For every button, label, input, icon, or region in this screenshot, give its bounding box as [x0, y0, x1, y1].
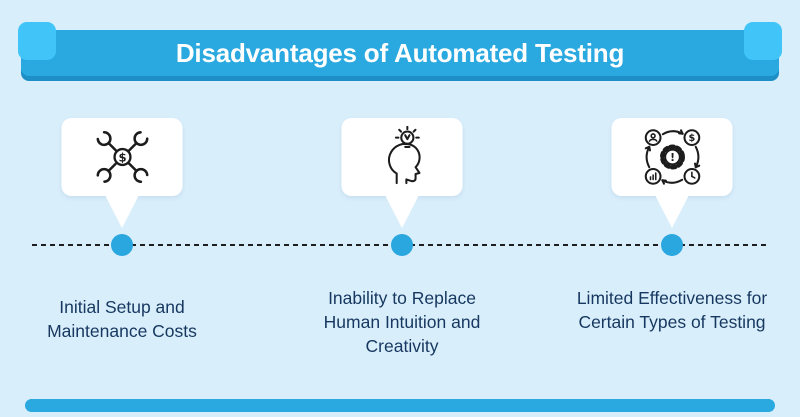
- gear-cycle-icon: ! $: [644, 129, 700, 185]
- timeline-dot-3: [661, 234, 683, 256]
- timeline-dot-2: [391, 234, 413, 256]
- dollar-glyph-small: $: [688, 133, 695, 144]
- head-lightbulb-icon: [387, 126, 421, 185]
- limited-effectiveness-label: Limited Effectiveness for Certain Types …: [576, 288, 768, 333]
- limited-effectiveness-bubble-tail: [655, 195, 689, 228]
- banner-left-tab: [18, 22, 56, 60]
- timeline-dot-1: [111, 234, 133, 256]
- human-intuition-bubble-tail: [385, 195, 419, 228]
- setup-costs-card: $: [61, 118, 183, 228]
- header-banner: Disadvantages of Automated Testing: [18, 22, 782, 76]
- footer-bar: [25, 399, 775, 412]
- human-intuition-label: Inability to Replace Human Intuition and…: [323, 288, 481, 357]
- page-title: Disadvantages of Automated Testing: [175, 37, 625, 68]
- wrench-dollar-icon: $: [96, 131, 148, 183]
- setup-costs-label: Initial Setup and Maintenance Costs: [47, 297, 197, 342]
- limited-effectiveness-bubble: ! $: [611, 118, 733, 196]
- alert-glyph: !: [670, 151, 675, 164]
- setup-costs-bubble-tail: [105, 195, 139, 228]
- banner-right-tab: [744, 22, 782, 60]
- human-intuition-card: [341, 118, 463, 228]
- human-intuition-bubble: [341, 118, 463, 196]
- dollar-glyph: $: [118, 150, 126, 164]
- limited-effectiveness-card: ! $: [611, 118, 733, 228]
- setup-costs-bubble: $: [61, 118, 183, 196]
